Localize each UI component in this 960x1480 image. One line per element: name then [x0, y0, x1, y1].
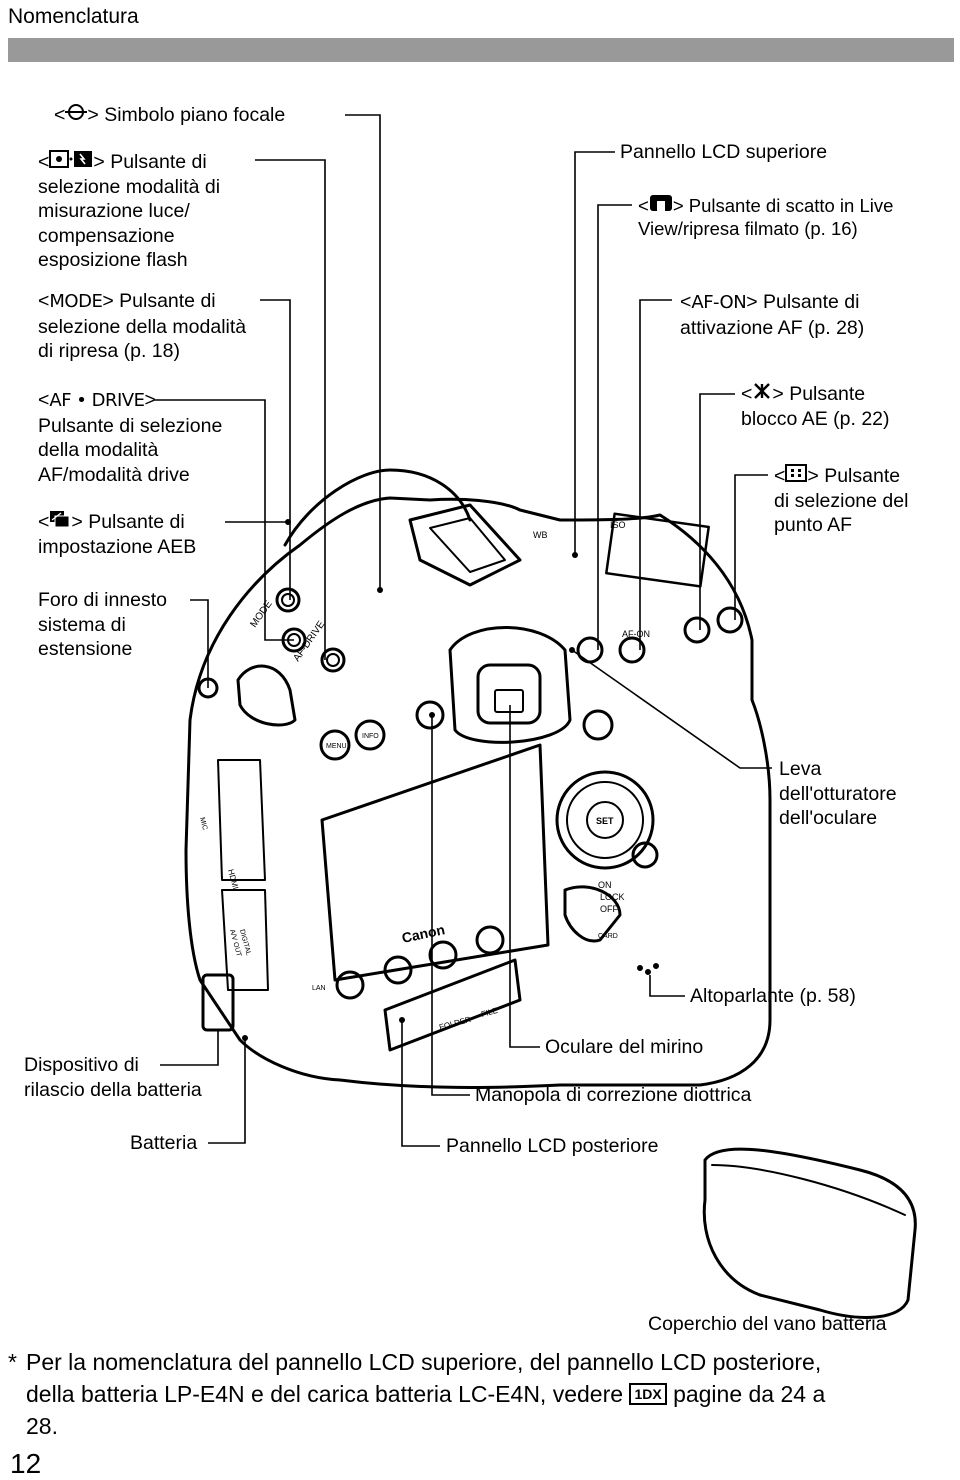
leader-mode	[260, 299, 291, 600]
label-ae-lock: <> Pulsante blocco AE (p. 22)	[741, 382, 890, 430]
header-bar	[8, 38, 954, 62]
page-header-title: Nomenclatura	[8, 5, 139, 28]
rear-lcd-screen	[320, 743, 550, 982]
mark-iso: ISO	[610, 520, 626, 530]
mark-mic: MIC	[198, 817, 208, 831]
mark-af-on: AF-ON	[622, 629, 650, 639]
asterisk-icon	[752, 382, 772, 407]
leader-lcd-top	[574, 151, 615, 555]
mark-lock: LOCK	[600, 892, 625, 902]
label-af-drive: <AF • DRIVE> Pulsante di selezione della…	[38, 389, 223, 486]
leader-af-on	[639, 299, 672, 650]
label-lcd-top: Pannello LCD superiore	[620, 141, 828, 163]
mark-wb: WB	[533, 530, 548, 540]
camera-body-outline	[184, 496, 772, 1089]
label-lcd-rear: Pannello LCD posteriore	[446, 1135, 659, 1157]
leader-live-view	[597, 204, 632, 650]
mark-menu: MENU	[326, 743, 347, 750]
label-af-on: <AF-ON> Pulsante di attivazione AF (p. 2…	[680, 291, 865, 339]
leader-af-drive	[155, 399, 294, 641]
focal-plane-icon	[65, 103, 88, 128]
leader-lcd-rear	[401, 1020, 440, 1147]
leader-battery	[208, 1038, 246, 1144]
battery-cover	[702, 1147, 917, 1319]
leader-diopter	[431, 715, 470, 1096]
camera-illustration: MODE AF-DRIVE MENU INFO SET WB ISO AF-ON…	[155, 114, 917, 1319]
leader-metering	[255, 159, 326, 660]
aeb-icon	[49, 510, 71, 535]
label-diopter: Manopola di correzione diottrica	[475, 1084, 752, 1106]
label-mode: <MODE> Pulsante di selezione della modal…	[38, 290, 247, 362]
leader-eyepiece	[509, 705, 540, 1048]
metering-flash-comp-icon	[49, 150, 93, 175]
leader-focal-plane	[345, 114, 381, 590]
mark-card: CARD	[598, 933, 618, 940]
rear-lcd-panel	[383, 958, 522, 1052]
mark-mode: MODE	[248, 599, 274, 630]
top-lcd-panel	[605, 512, 710, 588]
leader-battery-release	[160, 1030, 219, 1066]
camera-liveview-icon	[649, 194, 673, 217]
leader-extension	[190, 599, 209, 688]
footnote-star: *	[8, 1349, 17, 1375]
label-af-point: <> Pulsante di selezione del punto AF	[774, 464, 909, 536]
mark-off: OFF	[600, 904, 618, 914]
label-battery: Batteria	[130, 1132, 198, 1154]
mark-file: FILE	[480, 1006, 499, 1019]
1dx-badge: 1DX	[629, 1383, 667, 1405]
label-metering: <> Pulsante di selezione modalità di mis…	[38, 150, 221, 271]
label-extension: Foro di innesto sistema di estensione	[38, 589, 167, 660]
viewfinder-housing	[448, 626, 572, 744]
eyepiece-window	[476, 663, 542, 725]
leader-speaker	[649, 975, 685, 997]
mark-lan: LAN	[312, 985, 326, 992]
label-focal-plane: <> Simbolo piano focale	[54, 103, 286, 128]
leader-eyepiece-lever	[571, 649, 772, 769]
footnote: * Per la nomenclatura del pannello LCD s…	[8, 1346, 948, 1442]
label-battery-cover: Coperchio del vano batteria	[648, 1313, 887, 1335]
page-number: 12	[10, 1448, 42, 1479]
mark-on: ON	[598, 880, 612, 890]
label-speaker: Altoparlante (p. 58)	[690, 985, 856, 1007]
label-eyepiece: Oculare del mirino	[545, 1036, 704, 1058]
quick-control-dial	[555, 770, 655, 870]
leader-ae-lock	[699, 393, 735, 630]
label-battery-release: Dispositivo di rilascio della batteria	[24, 1054, 202, 1101]
af-point-icon	[785, 464, 808, 489]
mark-folder: FOLDER	[438, 1015, 472, 1032]
mark-set: SET	[596, 816, 614, 826]
label-live-view: <> Pulsante di scatto in Live View/ripre…	[638, 194, 894, 239]
hot-shoe	[408, 503, 522, 587]
diopter-dial	[415, 700, 445, 730]
leader-af-point	[734, 474, 768, 620]
mark-info: INFO	[362, 733, 379, 740]
label-aeb: <> Pulsante di impostazione AEB	[38, 510, 197, 558]
label-eyepiece-lever: Leva dell'otturatore dell'oculare	[779, 758, 897, 829]
